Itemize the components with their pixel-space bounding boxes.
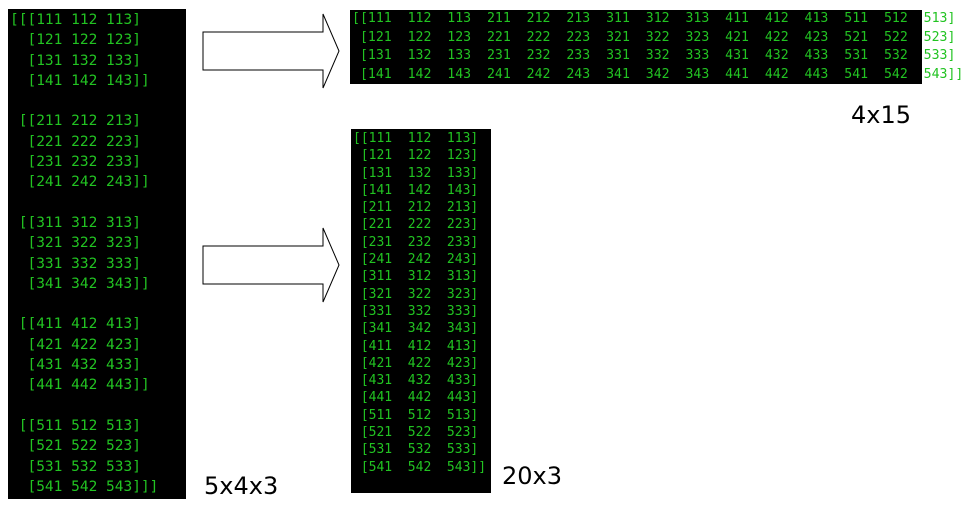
array-line: [541 542 543]] [353,459,487,475]
array-line: [341 342 343]] [10,275,150,292]
array-line: [121 122 123] [10,32,141,49]
array-line: [431 432 433] [10,357,141,374]
array-line: [[111 112 113] [353,131,479,146]
array-line: [311 312 313] [353,269,479,285]
shape-label-4x15: 4x15 [851,101,912,129]
array-line: [531 532 533] [10,458,141,475]
array-line: [221 222 223] [353,217,479,233]
array-line: [331 332 333] [353,303,479,319]
array-line: [341 342 343] [353,321,479,337]
shape-label-5x4x3: 5x4x3 [204,472,279,500]
array-line: [541 542 543]]] [10,478,159,495]
array-line: [221 222 223] [10,133,141,150]
array-line [10,91,186,111]
array-5x4x3-terminal: [[[111 112 113] [121 122 123] [131 132 1… [8,9,186,499]
array-line: [121 122 123 221 222 223 321 322 323 421… [352,29,956,45]
array-line: [531 532 533] [353,442,479,458]
array-line: [411 412 413] [353,338,479,354]
array-line: [131 132 133] [10,52,141,69]
shape-label-20x3: 20x3 [502,462,563,490]
array-line: [211 212 213] [353,200,479,216]
array-line: [441 442 443] [353,390,479,406]
array-line: [241 242 243]] [10,174,150,191]
array-line: [431 432 433] [353,373,479,389]
array-line: [331 332 333] [10,255,141,272]
array-line: [[111 112 113 211 212 213 311 312 313 41… [352,11,956,26]
array-line: [421 422 423] [10,336,141,353]
array-line: [231 232 233] [10,154,141,171]
array-line: [241 242 243] [353,252,479,268]
array-line: [131 132 133 231 232 233 331 332 333 431… [352,48,956,64]
array-line: [521 522 523] [353,425,479,441]
array-20x3-terminal: [[111 112 113] [121 122 123] [131 132 13… [351,129,491,493]
array-line: [321 322 323] [353,286,479,302]
array-line: [121 122 123] [353,148,479,164]
array-line: [521 522 523] [10,438,141,455]
array-line: [[411 412 413] [10,316,141,333]
array-line: [[511 512 513] [10,417,141,434]
array-line: [231 232 233] [353,234,479,250]
array-line: [141 142 143 241 242 243 341 342 343 441… [352,66,963,82]
arrow-right-icon [202,227,340,303]
array-line: [[311 312 313] [10,214,141,231]
array-line: [[[111 112 113] [10,12,141,28]
array-4x15-terminal: [[111 112 113 211 212 213 311 312 313 41… [350,10,963,84]
array-line: [[211 212 213] [10,113,141,130]
array-line: [321 322 323] [10,235,141,252]
array-line: [141 142 143] [353,182,479,198]
array-line: [511 512 513] [353,407,479,423]
arrow-right-icon [202,13,340,89]
array-line: [421 422 423] [353,355,479,371]
array-line: [141 142 143]] [10,72,150,89]
array-line: [441 442 443]] [10,377,150,394]
array-line [10,193,186,213]
array-line: [131 132 133] [353,165,479,181]
array-line [10,396,186,416]
array-line [10,294,186,314]
